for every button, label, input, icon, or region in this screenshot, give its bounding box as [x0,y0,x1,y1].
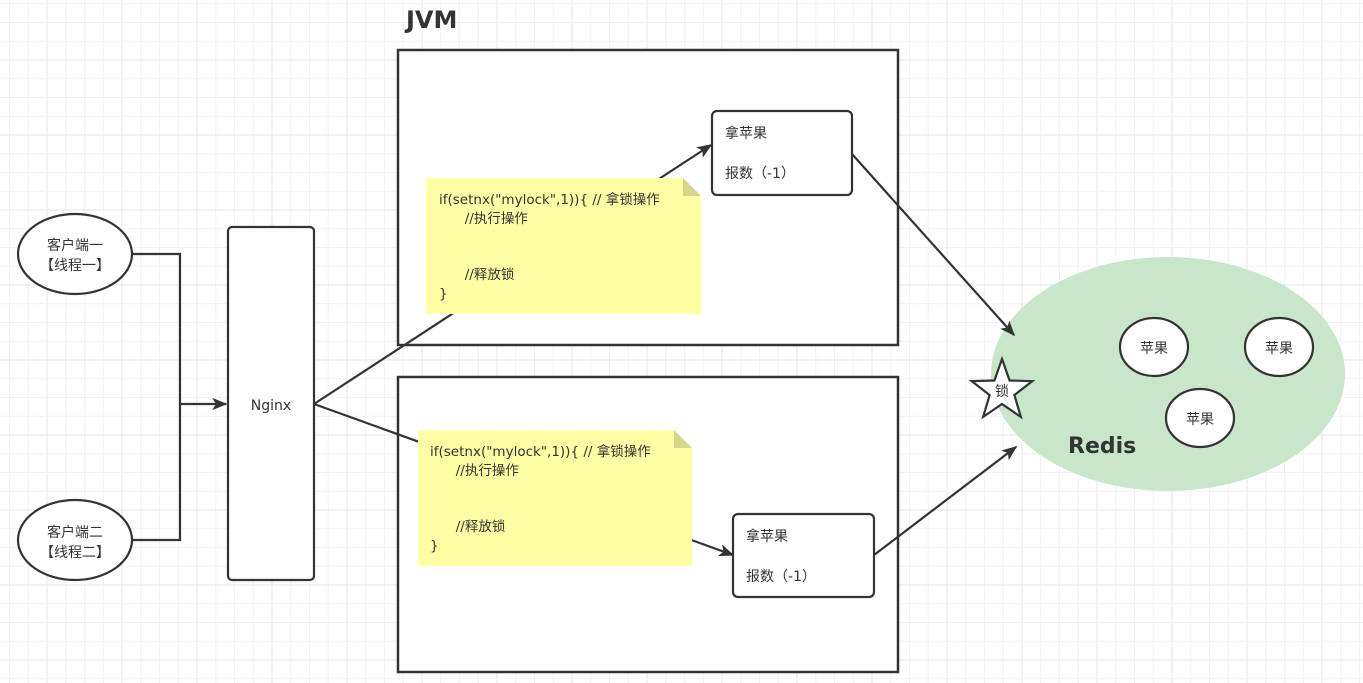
note-2-line: } [430,538,439,554]
redis-label: Redis [1068,434,1136,459]
task-1-line1: 拿苹果 [725,125,767,142]
apple-3-label: 苹果 [1186,412,1214,428]
task-box-1-shape[interactable] [710,109,854,197]
client-2[interactable]: 客户端二 【线程二】 [16,498,134,582]
note-2-line: //释放锁 [430,519,505,535]
apple-3[interactable]: 苹果 [1164,387,1236,449]
code-note-1[interactable]: if(setnx("mylock",1)){ // 拿锁操作 //执行操作 //… [426,178,701,314]
lock-star[interactable]: 锁 [968,355,1036,420]
note-1-line: if(setnx("mylock",1)){ // 拿锁操作 [439,191,660,208]
lock-label: 锁 [995,384,1009,400]
task-box-2-shape[interactable] [731,512,876,599]
apple-2-shape[interactable] [1243,316,1315,378]
note-2-line: //执行操作 [430,463,519,479]
apple-3-shape[interactable] [1164,387,1236,449]
client-1[interactable]: 客户端一 【线程一】 [16,212,134,296]
arrow-task-2-to-redis [873,446,1018,556]
note-1-line: //执行操作 [439,211,528,227]
apple-2[interactable]: 苹果 [1243,316,1315,378]
task-2-line2: 报数（-1） [746,569,816,585]
star-icon[interactable] [968,355,1036,420]
note-1-line: } [439,286,448,302]
task-2-line1: 拿苹果 [746,528,788,545]
task-1-line2: 报数（-1） [725,166,795,182]
arrow-task-1-to-redis [851,153,1016,337]
task-box-2[interactable]: 拿苹果 报数（-1） [731,512,876,599]
redis-node[interactable]: Redis 苹果 苹果 苹果 [991,257,1345,491]
note-2-body [418,430,692,566]
client-1-label-line2: 【线程一】 [40,258,110,274]
client-1-label-line1: 客户端一 [47,237,103,254]
client-2-label-line2: 【线程二】 [40,545,110,561]
note-2-fold [674,430,692,448]
nginx-label: Nginx [251,398,291,414]
note-1-body [426,178,701,314]
note-1-line: //释放锁 [439,267,514,283]
client-1-shape[interactable] [16,212,134,296]
apple-1-label: 苹果 [1140,341,1168,357]
code-note-2[interactable]: if(setnx("mylock",1)){ // 拿锁操作 //执行操作 //… [418,430,692,566]
client-2-label-line1: 客户端二 [47,524,103,541]
apple-2-label: 苹果 [1265,341,1293,357]
client-connector [132,252,182,542]
nginx-node[interactable]: Nginx [226,225,316,582]
jvm-title: JVM [404,6,457,34]
note-2-line: if(setnx("mylock",1)){ // 拿锁操作 [430,443,651,460]
apple-1[interactable]: 苹果 [1118,316,1190,378]
note-1-fold [683,178,701,196]
apple-1-shape[interactable] [1118,316,1190,378]
task-box-1[interactable]: 拿苹果 报数（-1） [710,109,854,197]
